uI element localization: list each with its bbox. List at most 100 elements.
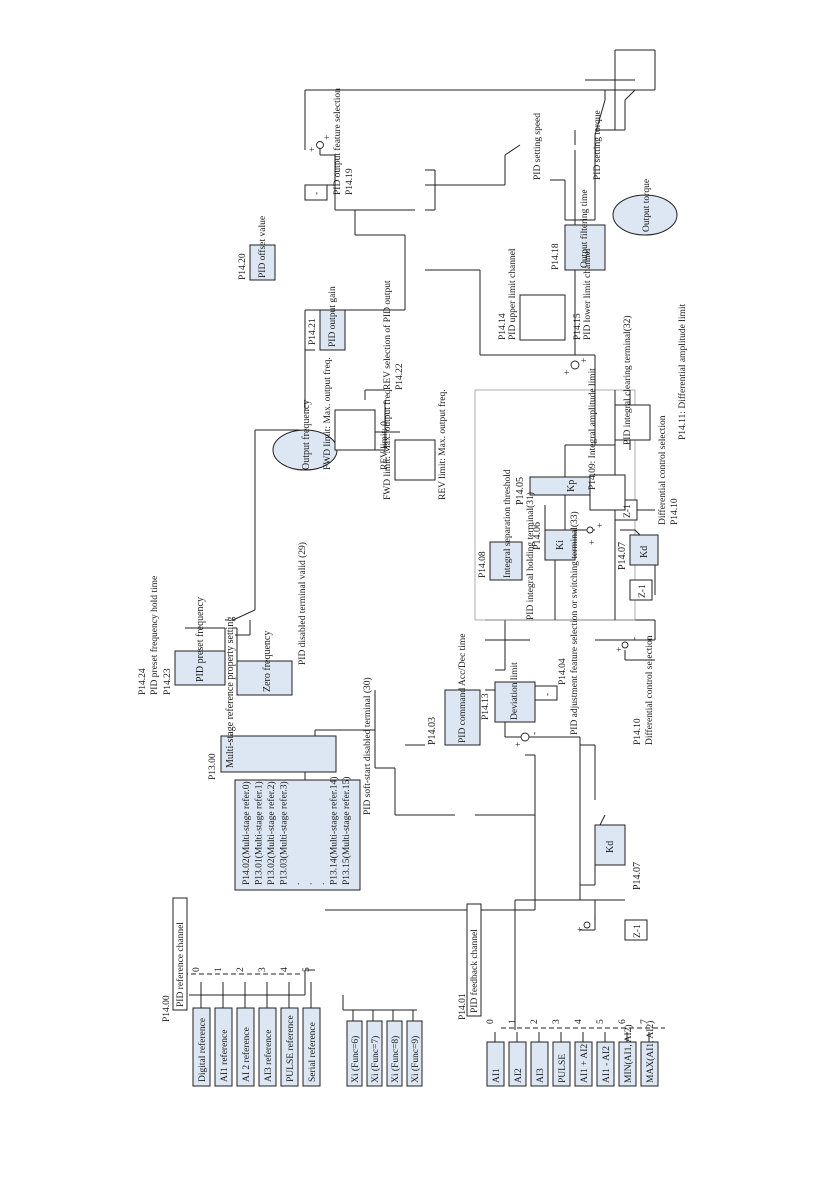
output-torque-label: Output torque	[642, 179, 652, 232]
int-amp-limit-label: P14.09: Integral amplitude limit	[588, 368, 598, 490]
rev-limit-2: REV limit: Max. output freq.	[437, 389, 448, 500]
diff-limit-graph	[614, 404, 651, 441]
ref-channel-param: P14.00	[162, 995, 172, 1022]
fb-item-position: 2	[530, 1019, 540, 1024]
output-filter-box	[564, 224, 606, 271]
sign-plus: +	[596, 523, 606, 528]
speed-label: PID setting speed	[533, 113, 543, 180]
xi-item: Xi (Func=6)	[346, 1020, 363, 1087]
fb-item-label: MIN(AI1, AI2)	[623, 1024, 634, 1083]
fb-item-label: AI2	[514, 1068, 524, 1083]
preset-param: P14.23	[163, 668, 173, 695]
soft-start-label: PID soft-start disabled terminal (30)	[362, 677, 373, 815]
offset-param: P14.20	[238, 253, 248, 280]
upper-lower-limit-graph	[519, 294, 566, 341]
adjust-neg: -	[543, 693, 553, 696]
lower-limit-label: PID lower limit channel	[583, 248, 593, 340]
int-limit-graph	[589, 474, 626, 511]
connector-lines	[183, 49, 665, 1068]
diff-ctrl-bottom-param: P14.10	[633, 718, 643, 745]
fb-item-label: AI1 + AI2	[580, 1044, 590, 1083]
ref-item-position: 2	[236, 967, 246, 972]
output-torque-oval	[612, 194, 678, 236]
z-inv-kd-top-box	[629, 579, 653, 601]
fb-item-position: 6	[618, 1019, 628, 1024]
xi-item-label: Xi (Func=9)	[410, 1036, 421, 1083]
ki-label: Ki	[555, 540, 566, 550]
kd-top-label: Kd	[639, 546, 650, 558]
output-sum-junction	[570, 360, 580, 370]
multistage-item: P13.15(Multi-stage refer.15)	[341, 777, 352, 885]
z-inv-kd-bottom: Z-1	[633, 924, 643, 938]
sign-plus: +	[615, 647, 625, 652]
sign-plus: +	[576, 927, 586, 932]
ki-box	[544, 529, 576, 561]
fb-channel-title-box	[466, 903, 482, 1017]
kd-bottom-sum-junction	[583, 921, 591, 929]
torque-label: PID setting torque	[593, 110, 603, 180]
multistage-property-param: P13.00	[208, 753, 218, 780]
ref-item-position: 5	[302, 967, 312, 972]
sign-minus: -	[530, 732, 540, 735]
block-labels: Multi-stage reference property setting P…	[195, 88, 688, 938]
xi-item: Xi (Func=8)	[386, 1020, 403, 1087]
kp-param: P14.05	[515, 477, 526, 505]
output-frequency-label: Output frequency	[301, 400, 312, 470]
kd-top-box	[629, 534, 659, 566]
xi-item: Xi (Func=7)	[366, 1020, 383, 1087]
diagram-labels: +-+++++++-+-	[308, 135, 640, 932]
xi-item: Xi (Func=9)	[406, 1020, 423, 1087]
acc-dec-label: PID command Acc/Dec time	[458, 634, 468, 743]
ref-channel-title-box	[172, 897, 188, 1011]
preset-label: PID preset frequency	[195, 597, 206, 682]
pid-disabled-label: PID disabled terminal valid (29)	[297, 542, 308, 665]
xi-item-label: Xi (Func=7)	[370, 1036, 381, 1083]
kp-label: Kp	[566, 480, 577, 492]
ref-item-position: 1	[214, 967, 224, 972]
kd-bottom-param: P14.07	[632, 862, 643, 890]
integral-sep-param: P14.08	[478, 551, 488, 578]
fb-item-label: PULSE	[558, 1054, 568, 1083]
multistage-item: P13.02(Multi-stage refer.2)	[266, 781, 277, 885]
sign-plus: +	[563, 370, 573, 375]
diff-ctrl-bottom-label: Differential control selection	[644, 635, 655, 745]
pid-block-diagram: P14.00 PID reference channel Digital ref…	[125, 40, 715, 1090]
xi-item-label: Xi (Func=8)	[390, 1036, 401, 1083]
ms-prop-label: Multi-stage reference property setting	[225, 617, 236, 768]
ref-item-position: 0	[192, 967, 202, 972]
sign-plus: +	[308, 147, 318, 152]
fb-item-position: 7	[640, 1019, 650, 1024]
filter-param: P14.18	[551, 243, 561, 270]
ref-item-label: AI 2 reference	[241, 1027, 252, 1082]
output-gain-box	[319, 309, 346, 351]
fwd-limit-1: FWD limit: Max. output freq.	[322, 357, 333, 470]
sign-plus: +	[588, 540, 598, 545]
ki-sum-junction	[586, 526, 594, 534]
integral-separation-box	[489, 541, 523, 581]
sign-plus: +	[580, 358, 590, 363]
ref-item-position: 3	[258, 967, 268, 972]
out-gain-param: P14.21	[308, 318, 318, 345]
multistage-item: P14.02(Multi-stage refer.0)	[241, 781, 252, 885]
xi-item-box	[386, 1020, 403, 1087]
multistage-list-items: P14.02(Multi-stage refer.0)P13.01(Multi-…	[241, 777, 352, 885]
upper-limit-label: PID upper limit channel	[508, 248, 518, 340]
upper-limit-param: P14.14	[498, 313, 508, 340]
out-gain-label: PID output gain	[328, 286, 338, 347]
preset-frequency-group: P14.23 P14.24 PID preset frequency hold …	[138, 576, 293, 696]
xi-item-box	[406, 1020, 423, 1087]
multistage-property-box	[220, 735, 337, 773]
adjust-neg-box	[534, 685, 558, 701]
ki-param: P14.06	[532, 522, 543, 550]
deviation-label: Deviation limit	[510, 662, 520, 720]
multistage-item: .	[305, 883, 315, 885]
offset-box	[249, 244, 276, 281]
rev-limit-1: REV limit: 0	[380, 421, 390, 470]
